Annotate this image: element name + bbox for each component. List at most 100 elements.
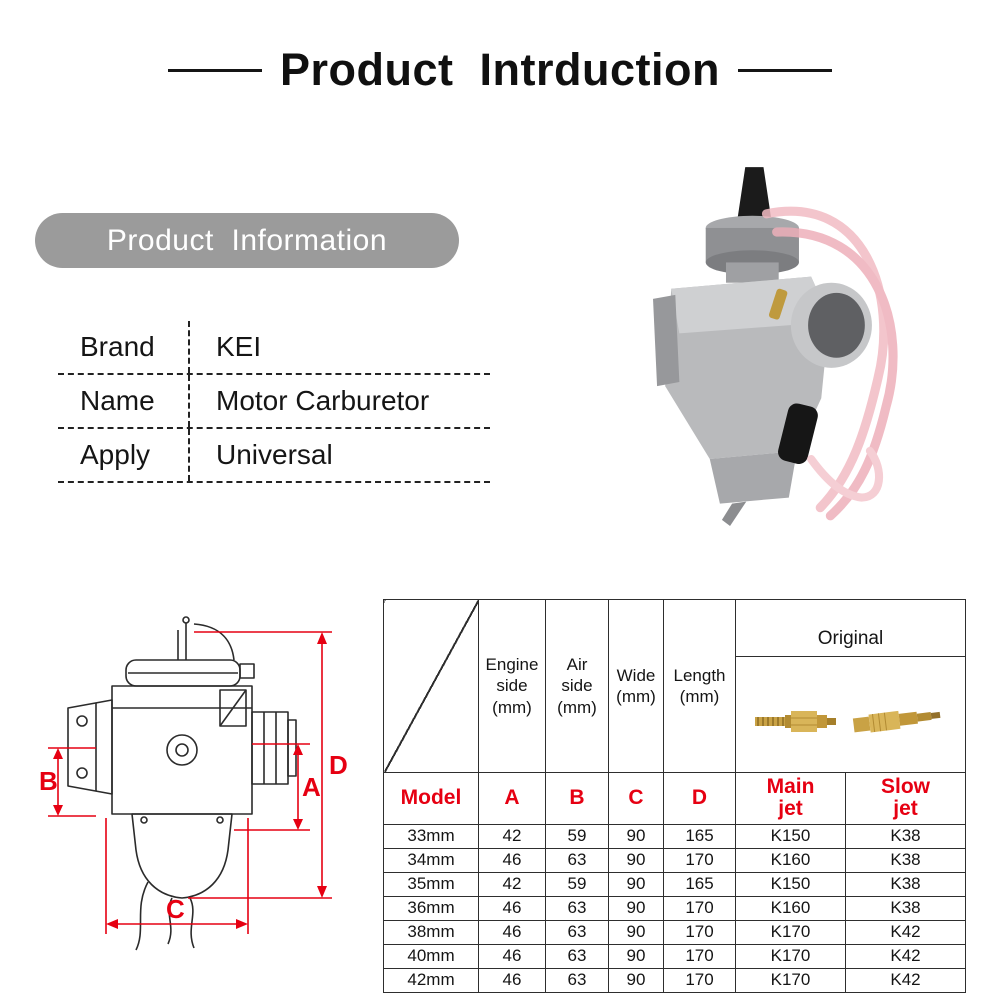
spec-cell-main-jet: K160 <box>735 895 846 921</box>
carburetor-dimension-diagram: B A C D <box>36 608 356 960</box>
spec-cell-b: 63 <box>545 967 609 993</box>
spec-cell-b: 59 <box>545 871 609 897</box>
col-header-model: Model <box>383 771 479 825</box>
spec-cell-main-jet: K170 <box>735 919 846 945</box>
product-info-list: Brand KEI Name Motor Carburetor Apply Un… <box>58 321 490 483</box>
spec-cell-c: 90 <box>608 823 664 849</box>
spec-cell-b: 63 <box>545 895 609 921</box>
dim-label-d: D <box>329 750 348 780</box>
spec-table-row: 38mm 46 63 90 170 K170 K42 <box>383 919 966 945</box>
main-jet-image <box>754 710 836 732</box>
info-value-name: Motor Carburetor <box>216 385 430 416</box>
spec-cell-d: 170 <box>663 895 736 921</box>
spec-cell-main-jet: K170 <box>735 967 846 993</box>
spec-cell-model: 34mm <box>383 847 479 873</box>
dimension-diagram-illustration: B A C D <box>39 616 348 951</box>
spec-header-row-labels: Model A B C D Main jet Slow jet <box>383 771 966 825</box>
spec-cell-a: 46 <box>478 847 546 873</box>
spec-cell-slow-jet: K42 <box>845 919 966 945</box>
spec-cell-d: 165 <box>663 823 736 849</box>
spec-cell-d: 170 <box>663 967 736 993</box>
spec-cell-slow-jet: K38 <box>845 847 966 873</box>
col-header-wide: Wide (mm) <box>608 599 664 773</box>
spec-table-row: 40mm 46 63 90 170 K170 K42 <box>383 943 966 969</box>
spec-cell-slow-jet: K38 <box>845 895 966 921</box>
spec-cell-model: 38mm <box>383 919 479 945</box>
spec-cell-a: 46 <box>478 967 546 993</box>
spec-cell-d: 170 <box>663 847 736 873</box>
spec-table-row: 34mm 46 63 90 170 K160 K38 <box>383 847 966 873</box>
spec-cell-c: 90 <box>608 919 664 945</box>
spec-table: Engine side (mm) Air side (mm) Wide (mm)… <box>383 599 966 993</box>
carburetor-photo <box>612 155 917 530</box>
dim-label-c: C <box>166 894 185 924</box>
col-header-original: Original <box>735 599 966 773</box>
spec-cell-slow-jet: K42 <box>845 967 966 993</box>
spec-cell-main-jet: K150 <box>735 823 846 849</box>
spec-cell-model: 35mm <box>383 871 479 897</box>
carburetor-photo-illustration <box>653 167 898 526</box>
jet-images <box>737 679 965 751</box>
col-header-air-side: Air side (mm) <box>545 599 609 773</box>
col-header-d: D <box>663 771 736 825</box>
spec-cell-model: 40mm <box>383 943 479 969</box>
spec-cell-a: 42 <box>478 823 546 849</box>
dim-label-a: A <box>302 772 321 802</box>
spec-cell-d: 170 <box>663 943 736 969</box>
original-label: Original <box>736 621 965 658</box>
spec-cell-slow-jet: K42 <box>845 943 966 969</box>
spec-cell-c: 90 <box>608 871 664 897</box>
spec-cell-c: 90 <box>608 847 664 873</box>
spec-cell-b: 63 <box>545 943 609 969</box>
spec-cell-a: 46 <box>478 919 546 945</box>
spec-table-row: 36mm 46 63 90 170 K160 K38 <box>383 895 966 921</box>
spec-cell-model: 36mm <box>383 895 479 921</box>
info-value-brand: KEI <box>216 331 262 362</box>
col-header-engine-side: Engine side (mm) <box>478 599 546 773</box>
spec-cell-a: 42 <box>478 871 546 897</box>
slow-jet-image <box>852 710 940 732</box>
spec-cell-main-jet: K160 <box>735 847 846 873</box>
dim-label-b: B <box>39 766 58 796</box>
info-row-brand: Brand KEI <box>58 321 490 375</box>
title-line-right <box>737 68 832 72</box>
spec-cell-main-jet: K170 <box>735 943 846 969</box>
spec-cell-a: 46 <box>478 943 546 969</box>
info-row-name: Name Motor Carburetor <box>58 375 490 429</box>
spec-table-row: 33mm 42 59 90 165 K150 K38 <box>383 823 966 849</box>
spec-table-body: 33mm 42 59 90 165 K150 K38 34mm 46 63 90… <box>383 823 966 993</box>
spec-cell-model: 33mm <box>383 823 479 849</box>
col-header-slow-jet: Slow jet <box>845 771 966 825</box>
info-value-apply: Universal <box>216 439 333 470</box>
product-info-banner: Product Information <box>35 213 459 268</box>
spec-cell-c: 90 <box>608 967 664 993</box>
col-header-b: B <box>545 771 609 825</box>
col-header-main-jet: Main jet <box>735 771 846 825</box>
info-row-apply: Apply Universal <box>58 429 490 483</box>
spec-cell-c: 90 <box>608 895 664 921</box>
spec-cell-b: 63 <box>545 919 609 945</box>
spec-cell-slow-jet: K38 <box>845 823 966 849</box>
spec-cell-a: 46 <box>478 895 546 921</box>
info-label-brand: Brand <box>58 321 190 373</box>
banner-label: Product Information <box>106 223 388 257</box>
spec-cell-b: 63 <box>545 847 609 873</box>
title-line-left <box>168 68 263 72</box>
info-label-apply: Apply <box>58 429 190 481</box>
spec-header-row-units: Engine side (mm) Air side (mm) Wide (mm)… <box>383 599 966 773</box>
spec-table-row: 35mm 42 59 90 165 K150 K38 <box>383 871 966 897</box>
col-header-c: C <box>608 771 664 825</box>
spec-cell-b: 59 <box>545 823 609 849</box>
info-label-name: Name <box>58 375 190 427</box>
spec-cell-main-jet: K150 <box>735 871 846 897</box>
product-title-row: Product Intrduction <box>0 44 1000 96</box>
page-title: Product Intrduction <box>280 44 720 95</box>
spec-cell-d: 170 <box>663 919 736 945</box>
spec-table-row: 42mm 46 63 90 170 K170 K42 <box>383 967 966 993</box>
spec-cell-slow-jet: K38 <box>845 871 966 897</box>
spec-cell-d: 165 <box>663 871 736 897</box>
spec-cell-c: 90 <box>608 943 664 969</box>
col-header-a: A <box>478 771 546 825</box>
diagonal-header-cell <box>383 599 479 773</box>
